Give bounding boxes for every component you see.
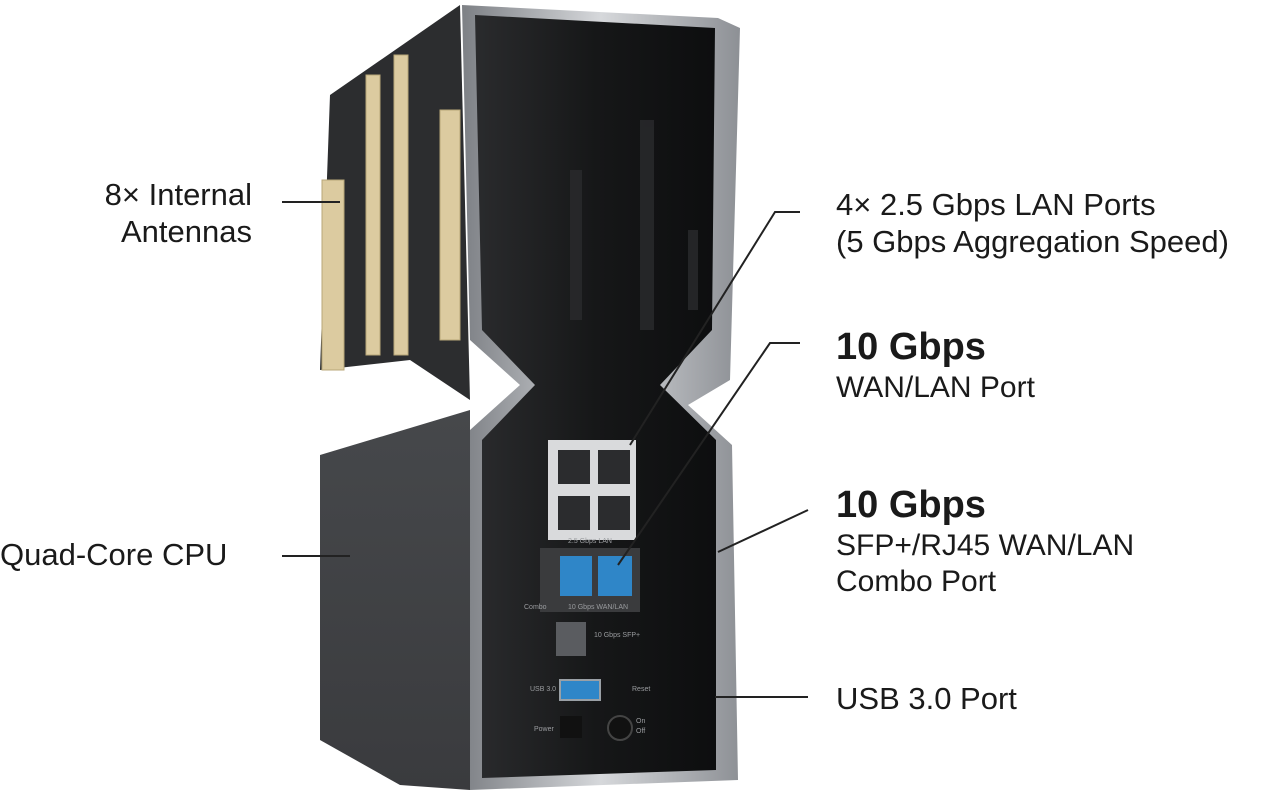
marking-wan: 10 Gbps WAN/LAN <box>568 604 629 611</box>
antenna <box>365 74 381 356</box>
sfp-port-subtitle-line2: Combo Port <box>836 564 997 598</box>
marking-off: Off <box>636 728 646 735</box>
antennas <box>321 54 461 371</box>
antennas-label-line1: 8× Internal <box>104 177 252 212</box>
lan-port <box>558 496 590 530</box>
lan-port <box>598 496 630 530</box>
marking-usb: USB 3.0 <box>530 686 557 693</box>
marking-power: Power <box>534 726 554 733</box>
leader-line-lan <box>629 211 800 446</box>
leader-line-sfp <box>717 509 809 553</box>
sfp-port-title: 10 Gbps <box>836 484 986 526</box>
left-side-panel <box>320 410 470 790</box>
antennas-label: 8× Internal Antennas <box>82 176 252 250</box>
usb-port-label: USB 3.0 Port <box>836 681 1017 716</box>
lan-ports-label-line2: (5 Gbps Aggregation Speed) <box>836 224 1229 260</box>
antenna <box>439 109 461 341</box>
marking-sfp: 10 Gbps SFP+ <box>594 632 641 639</box>
marking-lan: 2.5 Gbps LAN <box>568 538 612 545</box>
wan-port-label: 10 Gbps WAN/LAN Port <box>836 326 1035 406</box>
sfp-port <box>556 622 586 656</box>
lan-port <box>598 450 630 484</box>
antennas-label-line2: Antennas <box>121 214 252 250</box>
antenna <box>393 54 409 356</box>
wan-port-subtitle: WAN/LAN Port <box>836 370 1035 404</box>
leader-lines <box>282 201 809 698</box>
marking-on: On <box>636 718 646 725</box>
usb-port <box>559 679 601 701</box>
cpu-label: Quad-Core CPU <box>0 537 228 572</box>
sfp-port-label: 10 Gbps SFP+/RJ45 WAN/LAN Combo Port <box>836 484 1134 600</box>
lan-ports-label-line1: 4× 2.5 Gbps LAN Ports <box>836 187 1156 222</box>
marking-combo: Combo <box>524 604 547 611</box>
power-port <box>560 716 582 738</box>
wan-rj45-port <box>598 556 632 596</box>
sfp-port-subtitle-line1: SFP+/RJ45 WAN/LAN <box>836 528 1135 562</box>
lan-port <box>558 450 590 484</box>
lan-port-block <box>548 440 636 540</box>
lan-ports-label: 4× 2.5 Gbps LAN Ports (5 Gbps Aggregatio… <box>836 186 1229 260</box>
marking-reset: Reset <box>632 686 651 693</box>
main-body <box>475 15 716 778</box>
wan-port-title: 10 Gbps <box>836 326 986 368</box>
combo-rj45-port <box>560 556 592 596</box>
antenna <box>321 179 345 371</box>
wan-port-block <box>540 548 640 612</box>
power-switch <box>607 715 633 741</box>
leader-line-wan <box>617 342 800 566</box>
